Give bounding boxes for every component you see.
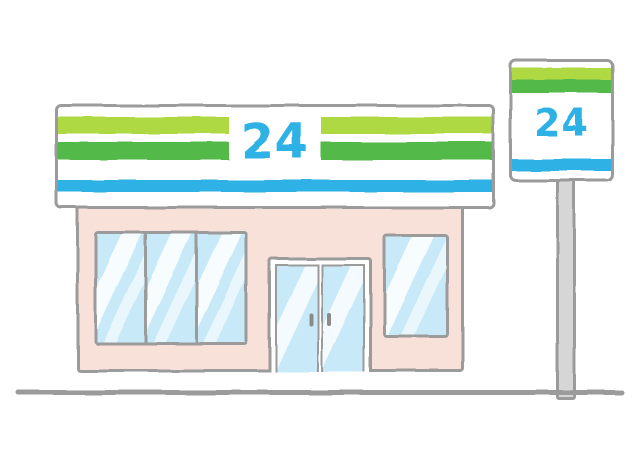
sign-stripe-blue [58, 180, 492, 192]
door-left-panel [275, 264, 319, 372]
left-window [94, 231, 248, 345]
pole-sign-stripe-green [512, 80, 611, 93]
door-handle-icon [309, 312, 313, 326]
door-handle-icon [327, 312, 331, 326]
sign-pole [556, 170, 576, 400]
pole-sign-number: 24 [534, 101, 589, 145]
sign-number-panel: 24 [229, 109, 321, 175]
window-pane [97, 234, 145, 342]
storefront-sign-number: 24 [240, 114, 310, 170]
pole-sign-stripe-blue [512, 159, 611, 171]
window-pane [144, 234, 195, 342]
ground-line [16, 390, 624, 395]
right-window [383, 234, 449, 338]
entrance-door [268, 257, 372, 372]
pole-sign: 24 [509, 59, 614, 182]
storefront-sign: 24 [55, 104, 495, 209]
door-right-panel [321, 264, 365, 372]
window-pane [194, 234, 245, 342]
pole-sign-stripe-light-green [512, 68, 611, 80]
window-pane [386, 237, 446, 335]
